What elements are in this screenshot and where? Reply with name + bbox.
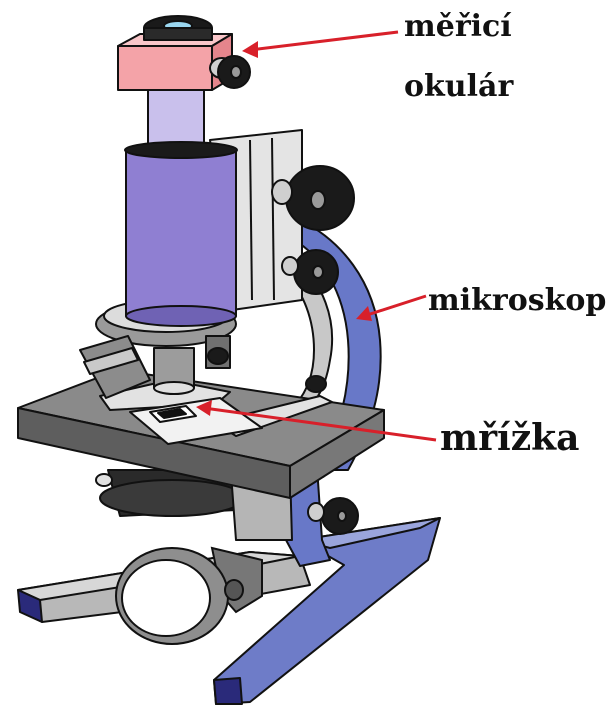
- mirror-glass: [122, 560, 210, 636]
- tube-upper: [148, 90, 204, 148]
- body-tube: [125, 90, 302, 326]
- label-microscope: mikroskop: [428, 283, 606, 318]
- fine-focus-shaft: [282, 257, 298, 275]
- coarse-focus-shaft: [272, 180, 292, 204]
- right-foot-tip: [214, 678, 242, 704]
- stage-knob: [96, 474, 112, 486]
- microscope-base: [18, 518, 440, 704]
- coarse-focus-knob-center: [311, 191, 325, 209]
- tube-main: [126, 150, 236, 316]
- micrometer-knob-center: [231, 66, 241, 78]
- objective-center-ring: [154, 382, 194, 394]
- arrow-eyepiece-head: [242, 41, 258, 58]
- eyepiece-box-front: [118, 46, 212, 90]
- eyepiece-lens-body: [144, 28, 212, 40]
- measuring-eyepiece: [118, 16, 250, 90]
- label-eyepiece-line2: okulár: [404, 69, 514, 104]
- arrow-eyepiece: [250, 32, 398, 50]
- label-grid: mřížka: [440, 417, 579, 459]
- arm-lower-shaft: [308, 503, 324, 521]
- arm-lower-knob-center: [338, 511, 346, 521]
- stage-top-knob: [306, 376, 326, 392]
- objective-right-knob: [208, 348, 228, 364]
- mirror: [116, 548, 262, 644]
- condenser-ring: [100, 480, 244, 516]
- fine-focus-knob-center: [313, 266, 323, 278]
- tube-bottom: [126, 306, 236, 326]
- tube-collar: [125, 142, 237, 158]
- labels: měřicí okulár mikroskop mřížka: [404, 9, 606, 459]
- mirror-pivot: [225, 580, 243, 600]
- label-eyepiece-line1: měřicí: [404, 9, 512, 44]
